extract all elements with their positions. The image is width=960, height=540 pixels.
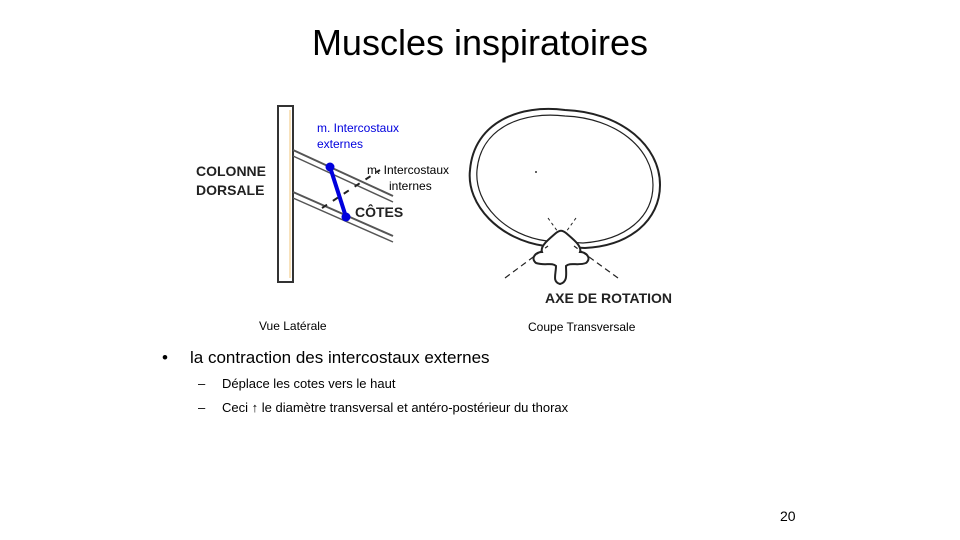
dash-glyph: – [198, 376, 206, 391]
bullet-glyph: • [162, 348, 168, 367]
up-arrow-icon: ↑ [251, 400, 259, 415]
vertebra-shape [532, 229, 590, 286]
bullet-main-text: la contraction des intercostaux externes [190, 348, 490, 367]
bullet-subitem-1: – Déplace les cotes vers le haut [162, 376, 568, 391]
internal-intercostal-line [321, 169, 381, 209]
transverse-section-diagram: AXE DE ROTATION [468, 108, 672, 306]
slide-title: Muscles inspiratoires [311, 22, 649, 63]
page-number: 20 [780, 508, 796, 524]
bullet-item-main: • la contraction des intercostaux extern… [162, 348, 568, 368]
bullet-sub2-before: Ceci [222, 400, 249, 415]
bullet-subitem-2: – Ceci ↑ le diamètre transversal et anté… [162, 400, 568, 415]
axis-rotation-label: AXE DE ROTATION [545, 290, 672, 306]
lateral-view-caption: Vue Latérale [259, 319, 327, 333]
axis-line-left [504, 245, 549, 279]
external-intercostal-label-line2: externes [317, 137, 363, 151]
spine-column [277, 105, 294, 283]
thorax-outline-outer [468, 108, 662, 250]
ribs-label: CÔTES [355, 203, 403, 220]
external-intercostal-line [328, 166, 348, 218]
dash-glyph: – [198, 400, 206, 415]
diagram-figures: COLONNE DORSALE CÔTES m. Intercostaux ex… [196, 105, 672, 306]
bullet-list: • la contraction des intercostaux extern… [162, 348, 568, 415]
bullet-sub2-after: le diamètre transversal et antéro-postér… [261, 400, 569, 415]
lateral-view-diagram: COLONNE DORSALE CÔTES m. Intercostaux ex… [196, 105, 449, 283]
spine-label-line2: DORSALE [196, 182, 264, 198]
external-intercostal-top-point [325, 162, 335, 172]
internal-intercostal-label-line1: m. Intercostaux [367, 163, 449, 177]
thorax-outline-inner [476, 114, 654, 244]
external-intercostal-bottom-point [341, 212, 351, 222]
spine-label-line1: COLONNE [196, 163, 266, 179]
axis-line-right [573, 245, 619, 279]
internal-intercostal-label-line2: internes [389, 179, 432, 193]
external-intercostal-label-line1: m. Intercostaux [317, 121, 399, 135]
transverse-section-caption: Coupe Transversale [528, 320, 636, 334]
bullet-sub1-text: Déplace les cotes vers le haut [222, 376, 396, 391]
